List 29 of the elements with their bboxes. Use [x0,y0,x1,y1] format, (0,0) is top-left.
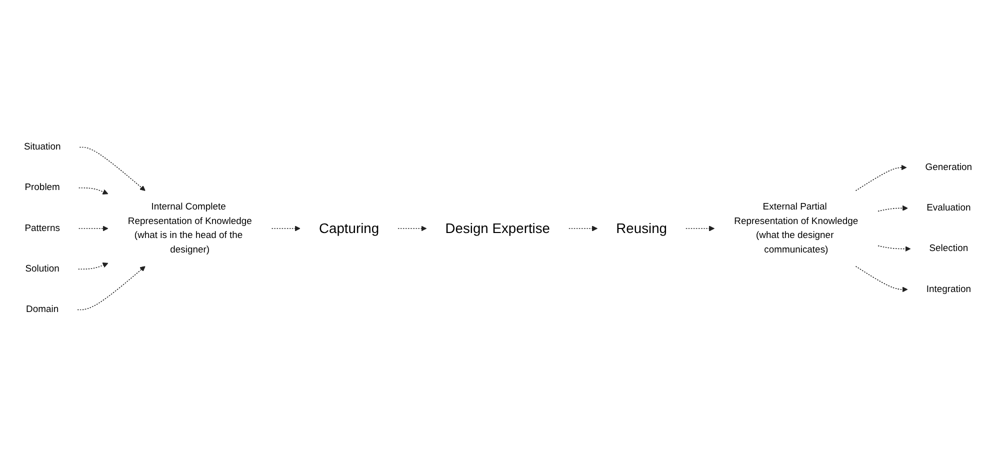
node-text: Problem [24,182,60,193]
node-text: Design Expertise [445,220,550,236]
node-text: Generation [925,162,972,172]
node-text: External Partial Representation of Knowledge [734,201,858,226]
node-text: Patterns [24,222,60,234]
node-text: Domain [26,304,59,315]
arrow [855,164,907,192]
arrow [78,262,108,270]
arrow [79,146,146,191]
node-text: Evaluation [926,202,971,214]
arrow [686,226,715,232]
arrow [77,266,146,310]
node-text: Reusing [616,220,668,236]
node-text: Internal Complete Representation of Knowledge [128,201,252,226]
arrow [855,266,908,292]
arrow [568,226,598,232]
node-text: Selection [929,242,968,254]
node-text: Capturing [319,220,380,236]
arrow [878,205,908,212]
arrow [398,226,427,232]
arrow [78,226,108,232]
arrow [78,187,108,194]
node-text: Integration [926,284,972,294]
node-text: Solution [25,263,60,274]
arrow [271,226,300,232]
node-text: Situation [24,141,61,152]
node-label: (what the designer communicates) [756,230,834,255]
arrow [878,245,911,252]
node-label: (what is in the head of the designer) [134,230,243,255]
